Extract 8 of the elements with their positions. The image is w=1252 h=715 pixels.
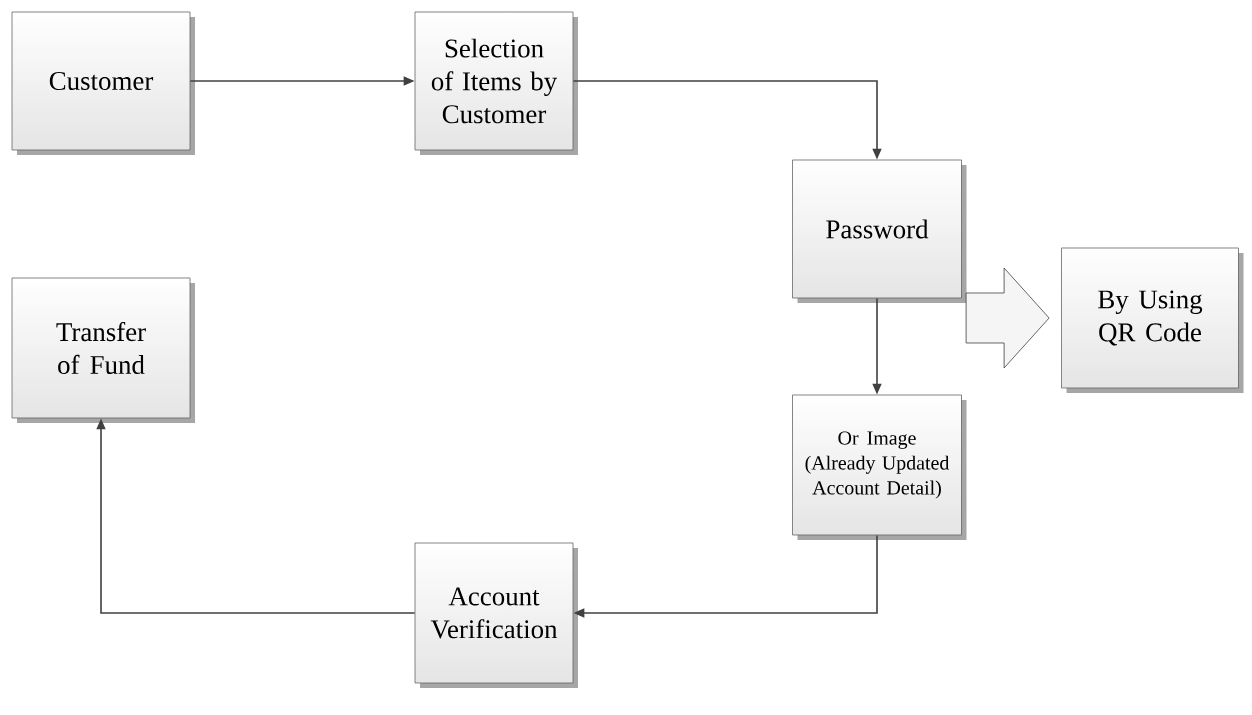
process-box: By Using QR Code xyxy=(1061,247,1244,393)
process-box: Account Verification xyxy=(414,542,578,688)
process-box: Transfer of Fund xyxy=(11,277,195,423)
process-box: Or Image (Already Updated Account Detail) xyxy=(792,394,967,540)
process-box: Password xyxy=(792,159,967,303)
process-box: Selection of Items by Customer xyxy=(414,11,578,155)
process-box: Customer xyxy=(11,11,195,155)
block-arrow xyxy=(965,267,1050,369)
